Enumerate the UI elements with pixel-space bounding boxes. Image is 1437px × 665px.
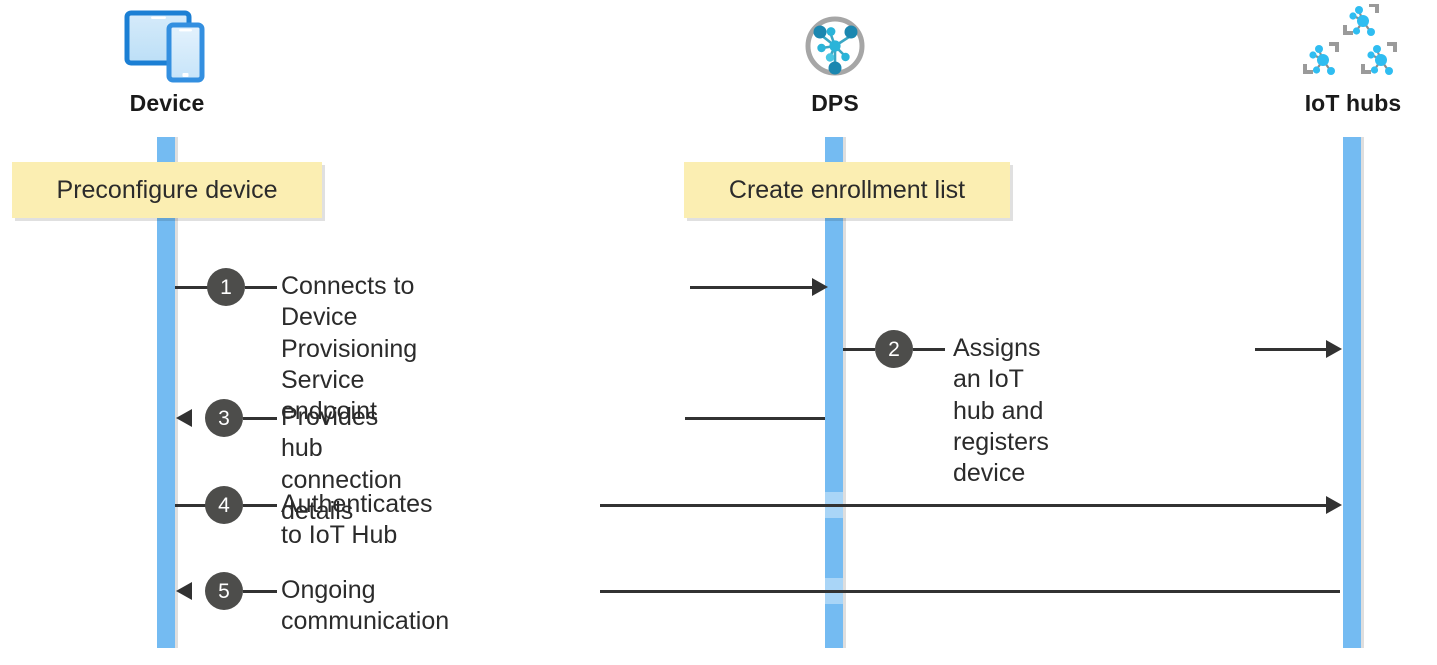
dps-network-circle-icon — [725, 0, 945, 92]
message-1-number: 1 — [220, 275, 232, 299]
message-3-line-mid — [243, 417, 277, 420]
iot-hubs-cluster-icon — [1243, 0, 1437, 92]
message-2-number: 2 — [888, 337, 900, 361]
message-1-line-right — [690, 286, 816, 289]
message-5-number: 5 — [218, 579, 230, 603]
message-1-badge: 1 — [207, 268, 245, 306]
message-5-line-right — [600, 590, 1340, 593]
note-preconfigure-device: Preconfigure device — [12, 162, 322, 218]
actor-label-iothubs: IoT hubs — [1304, 90, 1402, 116]
devices-tablet-phone-icon — [57, 0, 277, 92]
note-label: Create enrollment list — [728, 175, 966, 204]
actor-label-dps: DPS — [811, 90, 859, 116]
message-2-line-left — [843, 348, 875, 351]
message-4-line-mid — [243, 504, 277, 507]
lifeline-iothubs — [1343, 137, 1361, 648]
message-4-label: Authenticates to IoT Hub — [281, 490, 433, 550]
message-3-badge: 3 — [205, 399, 243, 437]
message-5-label: Ongoing communication — [281, 576, 450, 636]
message-4-number: 4 — [218, 493, 230, 517]
message-1-line-left — [175, 286, 210, 289]
message-3-line-right — [685, 417, 825, 420]
message-3-arrowhead — [176, 409, 192, 427]
message-3-number: 3 — [218, 406, 230, 430]
note-create-enrollment-list: Create enrollment list — [684, 162, 1010, 218]
actor-label-device: Device — [129, 90, 205, 116]
lifeline-device — [157, 137, 175, 648]
message-2-line-right — [1255, 348, 1326, 351]
message-5-arrowhead — [176, 582, 192, 600]
actor-dps: DPS — [725, 0, 945, 115]
message-2-arrowhead — [1326, 340, 1342, 358]
lifeline-dps — [825, 137, 843, 648]
message-1-label: Connects to Device Provisioning Service … — [281, 272, 418, 425]
actor-iothubs: IoT hubs — [1243, 0, 1437, 115]
message-4-line-left — [175, 504, 210, 507]
note-label: Preconfigure device — [56, 175, 278, 204]
message-5-badge: 5 — [205, 572, 243, 610]
message-2-badge: 2 — [875, 330, 913, 368]
message-5-line-mid — [243, 590, 277, 593]
message-1-line-mid — [245, 286, 277, 289]
message-2-label: Assigns an IoT hub and registers device — [953, 334, 1049, 487]
message-4-arrowhead — [1326, 496, 1342, 514]
message-3-label: Provides hub connection details — [281, 403, 402, 525]
message-2-line-mid — [913, 348, 945, 351]
message-4-badge: 4 — [205, 486, 243, 524]
message-4-line-right — [600, 504, 1326, 507]
message-1-arrowhead — [812, 278, 828, 296]
actor-device: Device — [57, 0, 277, 115]
